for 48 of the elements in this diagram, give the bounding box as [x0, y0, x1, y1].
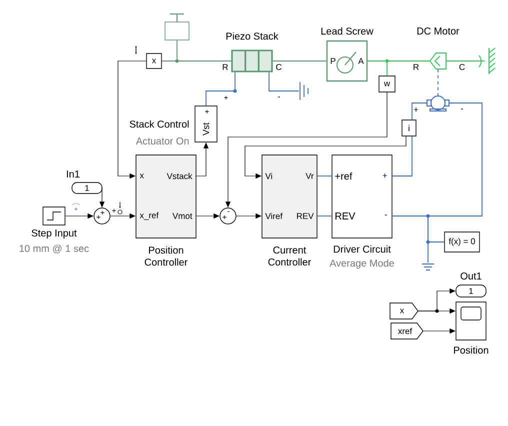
lead-screw-block: Lead Screw P A: [321, 27, 374, 82]
connection-line: [367, 60, 388, 76]
connection-line: [272, 60, 327, 62]
outport-block: 1: [456, 284, 486, 298]
ground-symbol: [422, 264, 434, 270]
node-label: R: [222, 64, 228, 70]
node-label: Lead Screw: [321, 27, 374, 35]
block-label: Position Controller: [144, 246, 188, 266]
mechanical-reference: [478, 48, 496, 74]
connection-line: [392, 216, 428, 264]
port-sign: +: [414, 108, 418, 112]
inport-block: 1: [72, 182, 102, 194]
piezo-stack-block: Piezo Stack R C: [222, 32, 282, 72]
block-label: Step Input: [32, 229, 77, 239]
block-label: Average Mode: [330, 259, 394, 269]
port-sign: -: [278, 96, 280, 98]
mass-block: [164, 14, 190, 40]
node-label: Piezo Stack: [226, 32, 278, 40]
block-label: 10 mm @ 1 sec: [20, 244, 89, 254]
connection-line: [161, 60, 232, 62]
sensor-block: x: [146, 53, 162, 69]
node-label: C: [276, 64, 282, 70]
block-label: Stack Control: [130, 120, 189, 128]
subsystem-block: Vi Vr Viref REV: [262, 154, 318, 238]
motor-symbol: [426, 96, 450, 112]
block-label: Driver Circuit: [334, 245, 391, 253]
from-tag: xref: [390, 322, 424, 340]
rotational-port-block: DC Motor R C: [414, 27, 465, 70]
scope-block: [456, 302, 486, 340]
block-label: Out1: [460, 272, 482, 280]
solver-block: f(x) = 0: [444, 232, 480, 252]
subsystem-block: x Vstack x_ref Vmot: [136, 154, 196, 238]
sensor-block: i: [402, 120, 416, 136]
step-block: [42, 206, 66, 226]
connection-line: [206, 72, 236, 106]
block-label: Actuator On: [136, 137, 189, 145]
goto-tag: x: [390, 302, 418, 320]
subsystem-block: +ref + REV -: [332, 154, 392, 238]
port-sign: -: [460, 108, 464, 110]
sensor-block: w: [378, 76, 396, 92]
block-label: Position: [454, 346, 488, 354]
block-label: In1: [66, 170, 80, 178]
connection-line: [446, 60, 486, 62]
connection-line: [412, 102, 428, 120]
connection-line: [268, 72, 300, 92]
connection-line: [392, 136, 412, 176]
ground-symbol: [300, 82, 308, 100]
block-label: Current Controller: [268, 246, 311, 266]
